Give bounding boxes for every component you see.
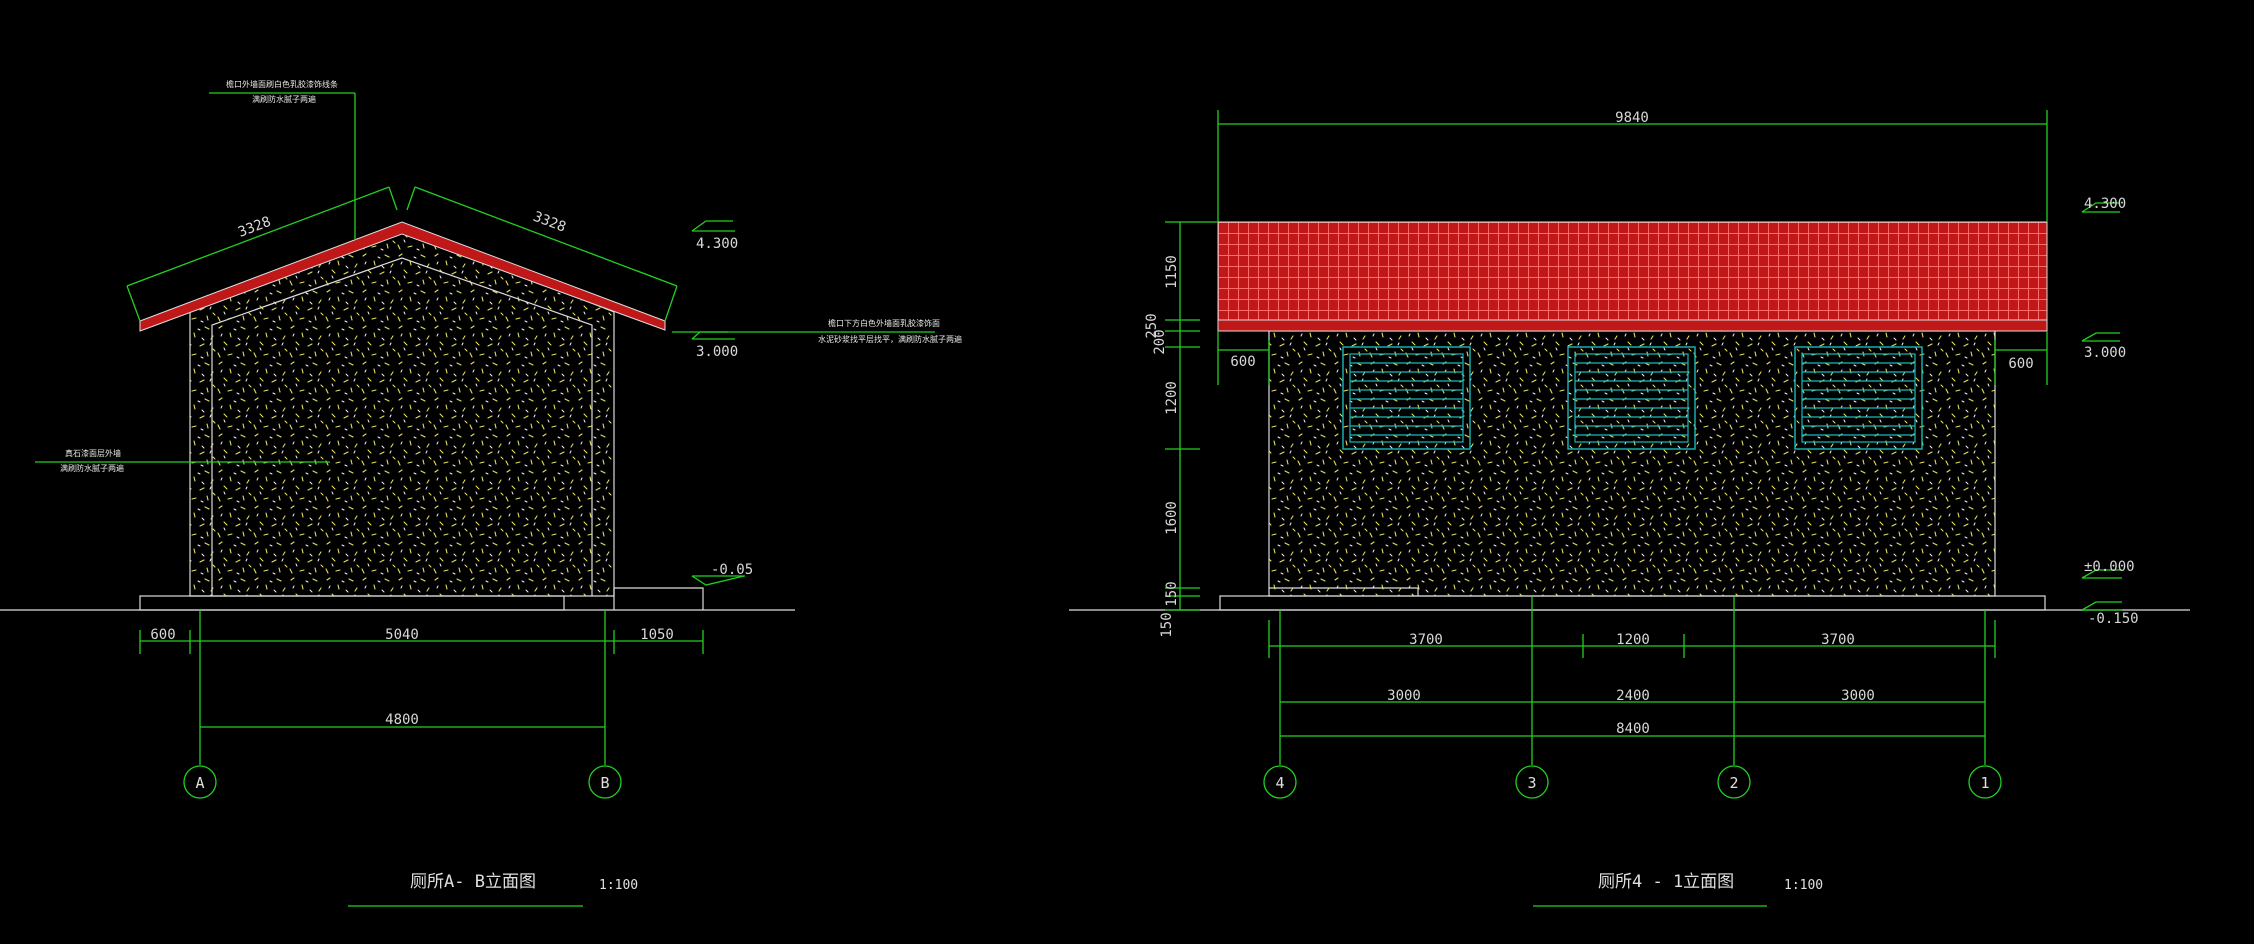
- louver-window-1: [1342, 346, 1471, 450]
- v-plinth-dim: 150: [1164, 581, 1180, 606]
- axis-b-label: B: [600, 774, 609, 792]
- v-lintel-dim: 200: [1152, 329, 1168, 354]
- eave-level: 3.000: [696, 344, 738, 360]
- roof-note-line2: 满刷防水腻子两遍: [252, 94, 316, 104]
- row2-right-dim: 3000: [1841, 688, 1875, 704]
- base-left-dim: 600: [150, 627, 175, 643]
- right-view-title: 厕所4 - 1立面图: [1598, 872, 1734, 892]
- ground-level: -0.05: [711, 562, 753, 578]
- ridge-level-right: 4.300: [2084, 196, 2126, 212]
- v-window-dim: 1200: [1164, 381, 1180, 415]
- fascia: [1217, 319, 2048, 332]
- axis-4-label: 4: [1275, 774, 1284, 792]
- louver-window-3: [1794, 346, 1923, 450]
- left-view-title: 厕所A- B立面图: [410, 872, 536, 892]
- wall-note-line1: 真石漆面层外墙: [65, 448, 121, 458]
- axis-span-dim: 4800: [385, 712, 419, 728]
- row2-mid-dim: 2400: [1616, 688, 1650, 704]
- slope-right-dim: 3328: [531, 209, 568, 236]
- ridge-level: 4.300: [696, 236, 738, 252]
- base-right-dim: 1050: [640, 627, 674, 643]
- plinth-right: [1219, 595, 2046, 611]
- row2-left-dim: 3000: [1387, 688, 1421, 704]
- overhang-right-dim: 600: [2008, 356, 2033, 372]
- axis-3-label: 3: [1527, 774, 1536, 792]
- top-total-dim: 9840: [1615, 110, 1649, 126]
- row1-left-dim: 3700: [1409, 632, 1443, 648]
- axis-1-label: 1: [1980, 774, 1989, 792]
- right-view-scale: 1:100: [1784, 878, 1823, 893]
- v-sill-dim: 1600: [1164, 501, 1180, 535]
- wall-note-line2: 满刷防水腻子两遍: [60, 463, 124, 473]
- eave-level-right: 3.000: [2084, 345, 2126, 361]
- base-mid-dim: 5040: [385, 627, 419, 643]
- ground-level-right: -0.150: [2088, 611, 2139, 627]
- axis-a-label: A: [195, 774, 204, 792]
- eave-note-line2: 水泥砂浆找平层找平，满刷防水腻子两遍: [818, 334, 962, 344]
- tile-roof: [1217, 221, 2048, 321]
- long-wall: [1268, 330, 1996, 597]
- left-view-scale: 1:100: [599, 878, 638, 893]
- v-below-dim: 150: [1159, 612, 1175, 637]
- axis-2-label: 2: [1729, 774, 1738, 792]
- roof-note-line1: 檐口外墙面刷白色乳胶漆饰线条: [226, 79, 338, 89]
- slope-left-dim: 3328: [236, 214, 273, 241]
- plinth: [139, 595, 565, 611]
- row1-right-dim: 3700: [1821, 632, 1855, 648]
- overhang-left-dim: 600: [1230, 354, 1255, 370]
- louver-window-2: [1567, 346, 1696, 450]
- row3-total-dim: 8400: [1616, 721, 1650, 737]
- v-fascia-dim: 250: [1144, 313, 1160, 338]
- step: [613, 587, 704, 610]
- gable-roof: [139, 221, 666, 332]
- row1-mid-dim: 1200: [1616, 632, 1650, 648]
- eave-note-line1: 檐口下方白色外墙面乳胶漆饰面: [828, 318, 940, 328]
- floor-level-right: ±0.000: [2084, 559, 2135, 575]
- left-elevation: 3328 3328 檐口外墙面刷白色乳胶漆饰线条 满刷防水腻子两遍 檐口下方白色…: [0, 79, 962, 907]
- v-roof-dim: 1150: [1164, 255, 1180, 289]
- right-elevation: 9840 600 600 1150 250 200 1200 1600: [1069, 110, 2190, 907]
